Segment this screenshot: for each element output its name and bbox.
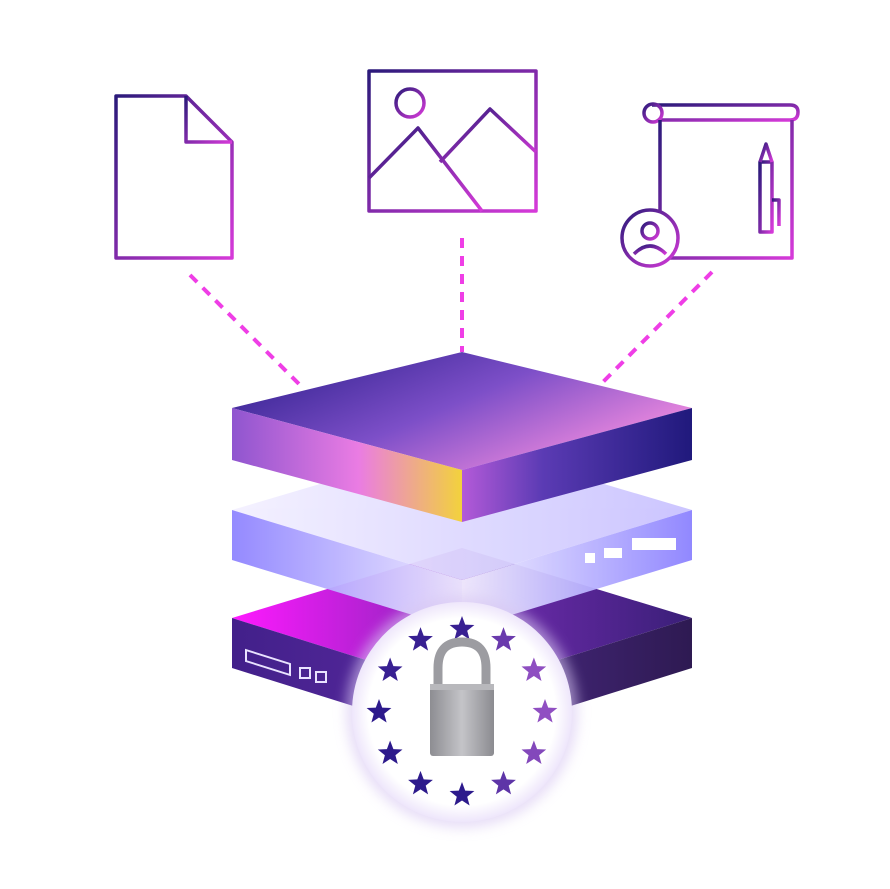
- padlock-icon: [430, 637, 494, 756]
- document-icon: [114, 94, 234, 260]
- server-layer-top: [232, 352, 692, 522]
- eu-stars-ring: [366, 616, 558, 806]
- drive-slot-small-1: [299, 667, 311, 679]
- eu-star-icon: [521, 657, 547, 681]
- connector-left: [188, 273, 302, 387]
- eu-stars-padlock-badge: [346, 596, 578, 828]
- eu-star-icon: [521, 740, 547, 764]
- eu-star-icon: [532, 699, 558, 723]
- connector-lines: [188, 238, 714, 387]
- drive-slot-small-2: [315, 671, 327, 683]
- eu-star-icon: [449, 782, 475, 806]
- eu-star-icon: [408, 770, 433, 795]
- drive-slot-wide: [245, 648, 291, 677]
- eu-star-icon: [377, 657, 403, 681]
- indicator-led-2: [604, 548, 622, 558]
- connector-right: [598, 270, 714, 387]
- eu-star-icon: [449, 616, 475, 640]
- eu-star-icon: [408, 627, 433, 651]
- contract-signature-icon: [620, 102, 800, 268]
- eu-star-icon: [491, 770, 516, 795]
- indicator-bar: [632, 538, 676, 550]
- image-icon: [367, 69, 538, 213]
- eu-star-icon: [366, 699, 392, 723]
- eu-star-icon: [491, 627, 516, 651]
- eu-star-icon: [377, 740, 403, 764]
- indicator-led-1: [585, 553, 595, 563]
